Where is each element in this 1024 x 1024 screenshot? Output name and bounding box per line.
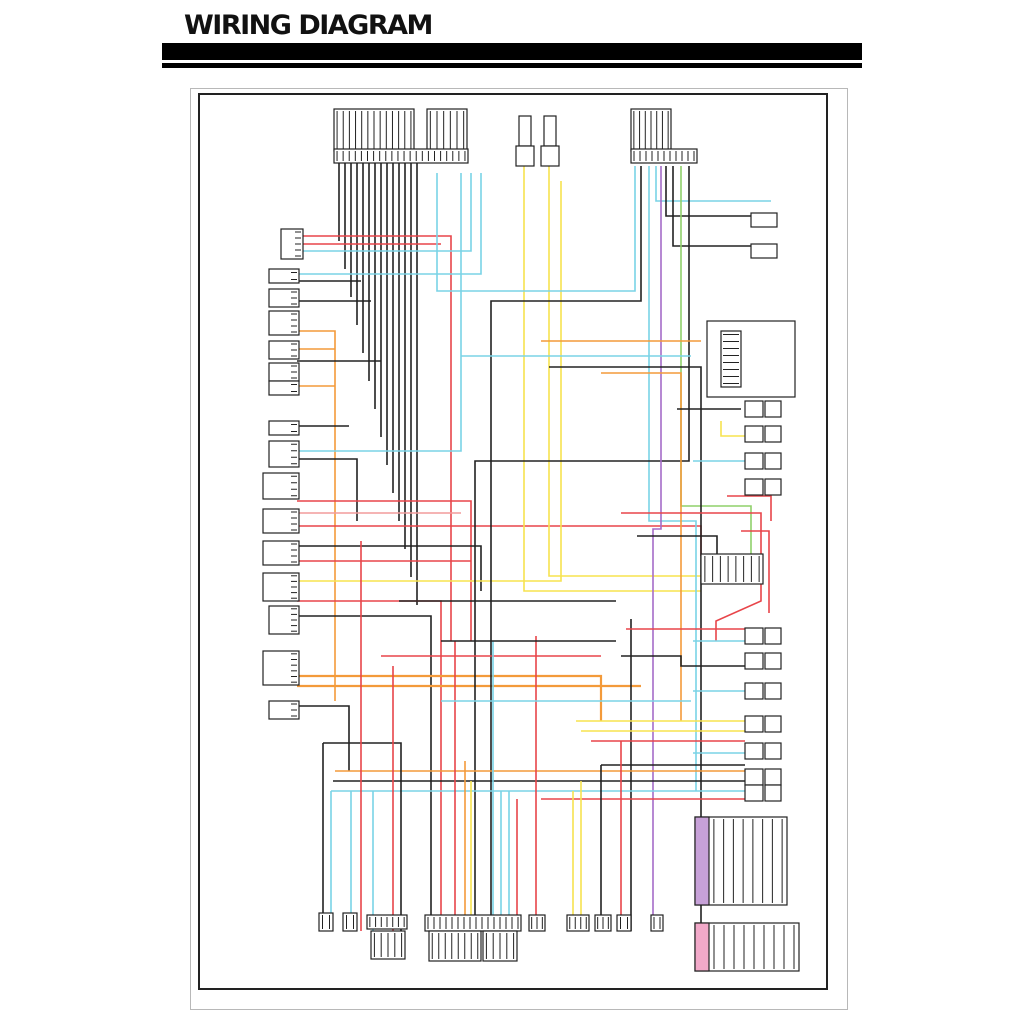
- wire-black-63: [621, 655, 745, 667]
- right-device-3: [764, 452, 782, 470]
- left-connector-3: [268, 288, 300, 308]
- left-connector-8: [268, 420, 300, 436]
- left-connector-9: [268, 440, 300, 468]
- wire-black-59: [637, 535, 718, 561]
- wire-red-14: [297, 235, 452, 641]
- horn-connector-1: [750, 212, 778, 228]
- wire-table: [694, 816, 788, 906]
- wire-orange-20: [297, 330, 336, 701]
- right-connector-8: [744, 715, 764, 733]
- right-device-7: [764, 682, 782, 700]
- left-connector-5: [268, 340, 300, 360]
- wire-yellow-38: [523, 166, 701, 592]
- component-layer: [262, 108, 800, 972]
- wire-black-30: [297, 545, 482, 591]
- fuse-box: [700, 553, 764, 585]
- wire-red-58: [741, 530, 770, 613]
- right-device-5: [764, 627, 782, 645]
- diagram-frame: [198, 93, 828, 990]
- horn-connector-2: [750, 243, 778, 259]
- right-device-8: [764, 715, 782, 733]
- left-connector-10: [262, 472, 300, 500]
- right-connector-5: [744, 627, 764, 645]
- wire-black-47: [474, 166, 690, 931]
- right-connector-1: [744, 400, 764, 418]
- wire-black-50: [549, 366, 702, 931]
- bottom-connector-4: [424, 914, 522, 932]
- right-connector-11: [744, 784, 764, 802]
- left-connector-2: [268, 268, 300, 284]
- wire-black-74: [323, 742, 402, 931]
- wire-orange-52: [601, 372, 682, 721]
- wire-black-42: [665, 166, 761, 217]
- bottom-connector-8: [616, 914, 632, 932]
- right-connector-9: [744, 742, 764, 760]
- ecu-connector-base: [333, 148, 469, 164]
- wire-blue-40: [648, 166, 697, 791]
- diagram-sheet: [190, 88, 848, 1010]
- wiring-diagram: [198, 93, 828, 990]
- right-connector-4: [744, 478, 764, 496]
- left-connector-15: [262, 650, 300, 686]
- top-sensor-1: [518, 115, 532, 147]
- wire-black-43: [672, 166, 761, 247]
- wire-table-header: [694, 816, 710, 906]
- right-device-4: [764, 478, 782, 496]
- bottom-connector-2: [342, 912, 358, 932]
- wire-red-56: [727, 495, 772, 521]
- left-connector-1: [280, 228, 304, 260]
- wire-red-33: [297, 600, 442, 936]
- wire-blue-17: [297, 173, 482, 275]
- right-device-10: [764, 768, 782, 786]
- title-rule-thick: [162, 43, 862, 60]
- wire-blue-25: [297, 173, 462, 452]
- wire-blue-45: [436, 166, 636, 292]
- wire-purple-48: [652, 166, 662, 931]
- bottom-connector-9: [650, 914, 664, 932]
- switch-module-box: [706, 320, 796, 398]
- title-rule-thin: [162, 63, 862, 68]
- colour-code-table: [694, 922, 800, 972]
- wire-red-57: [621, 512, 762, 641]
- right-device-2: [764, 425, 782, 443]
- left-connector-7: [268, 380, 300, 396]
- right-connector-7: [744, 682, 764, 700]
- wire-black-37: [297, 705, 350, 771]
- wire-black-26: [297, 458, 358, 521]
- right-connector-3: [744, 452, 764, 470]
- page-title: WIRING DIAGRAM: [184, 10, 433, 41]
- wire-yellow-32: [297, 181, 562, 582]
- wire-orange-35: [297, 674, 603, 721]
- right-device-6: [764, 652, 782, 670]
- right-device-9: [764, 742, 782, 760]
- bottom-connector-6: [566, 914, 590, 932]
- right-connector-2: [744, 425, 764, 443]
- wire-blue-16: [297, 173, 472, 252]
- right-connector-10: [744, 768, 764, 786]
- wire-black-44: [490, 166, 642, 931]
- right-device-1: [764, 400, 782, 418]
- left-connector-11: [262, 508, 300, 534]
- bottom-connector-1: [318, 912, 334, 932]
- top-sensor-1-plug: [515, 145, 535, 167]
- left-connector-16: [268, 700, 300, 720]
- ecu-connector-b: [426, 108, 468, 152]
- top-sensor-2: [543, 115, 557, 147]
- right-connector-6: [744, 652, 764, 670]
- switch-module-plug: [720, 330, 742, 388]
- wire-red-27: [297, 500, 472, 641]
- wire-red-29: [297, 525, 702, 556]
- right-device-11: [764, 784, 782, 802]
- left-connector-4: [268, 310, 300, 336]
- bottom-pack-left: [428, 930, 482, 962]
- left-connector-12: [262, 540, 300, 566]
- wire-blue-41: [655, 166, 771, 202]
- wire-layer: [297, 163, 772, 936]
- colour-code-header: [694, 922, 710, 972]
- top-sensor-2-plug: [540, 145, 560, 167]
- wire-yellow-39: [548, 166, 761, 577]
- wire-black-34: [297, 615, 432, 936]
